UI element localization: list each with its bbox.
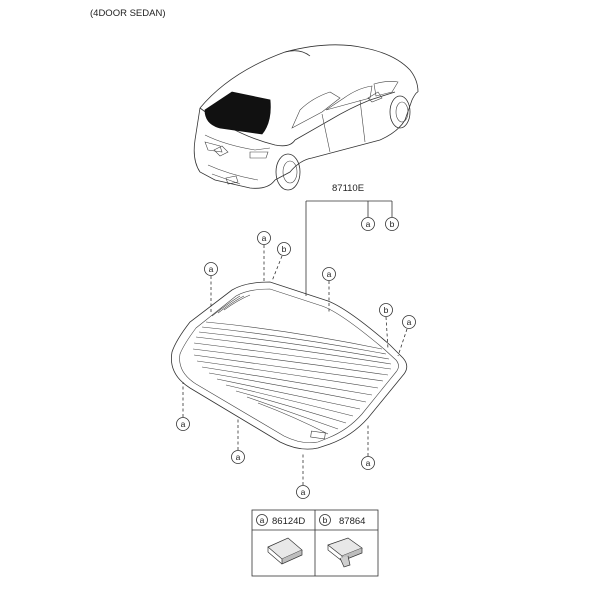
defroster-grid bbox=[192, 294, 392, 435]
callout-a bbox=[361, 217, 375, 231]
callout-letter: a bbox=[236, 452, 241, 462]
callout-letter: b bbox=[390, 219, 395, 229]
callout-letter: a bbox=[327, 269, 332, 279]
callout-letter: a bbox=[181, 419, 186, 429]
page-title: (4DOOR SEDAN) bbox=[90, 8, 165, 19]
legend-letter: b bbox=[323, 515, 328, 525]
rear-glass-highlight bbox=[204, 91, 271, 135]
parts-legend-table: a 86124D b 87864 bbox=[251, 509, 379, 577]
sedan-illustration bbox=[193, 44, 419, 191]
callout-letter: a bbox=[366, 458, 371, 468]
assembly-part-number: 87110E bbox=[332, 183, 364, 194]
legend-callout-a bbox=[256, 514, 268, 526]
rear-glass-panel bbox=[171, 281, 408, 450]
glass-molding-clip-icon bbox=[267, 537, 303, 565]
legend-letter: a bbox=[260, 515, 265, 525]
callout-letter: a bbox=[407, 317, 412, 327]
legend-part-number: 87864 bbox=[339, 516, 365, 527]
callout-letter: a bbox=[262, 233, 267, 243]
callout-letter: a bbox=[209, 264, 214, 274]
defroster-terminal bbox=[310, 430, 326, 440]
callout-letter: a bbox=[301, 487, 306, 497]
glass-fastener-clip-icon bbox=[327, 537, 363, 568]
legend-part-number: 86124D bbox=[272, 516, 305, 527]
glass-callouts: a b a a b a a a a a bbox=[176, 231, 416, 499]
assembly-callout: 87110E a b bbox=[305, 183, 399, 296]
callout-b bbox=[385, 217, 399, 231]
callout-letter: b bbox=[282, 244, 287, 254]
legend-callout-b bbox=[319, 514, 331, 526]
callout-letter: b bbox=[384, 305, 389, 315]
callout-letter: a bbox=[366, 219, 371, 229]
